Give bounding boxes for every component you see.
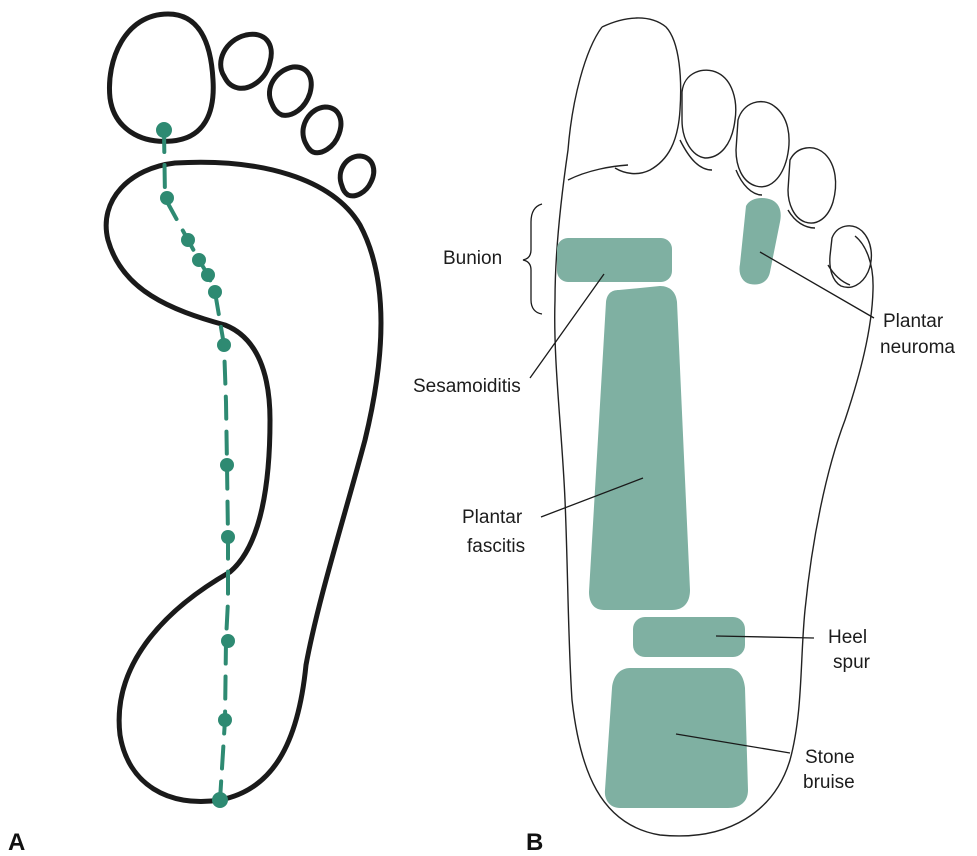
foot-b-toe-3-outline <box>736 102 789 187</box>
pressure-point-dot <box>220 458 234 472</box>
toe-4-outline <box>303 107 341 153</box>
plantar-neuroma-zone <box>739 198 780 285</box>
stone-bruise-label-line2: bruise <box>803 772 855 793</box>
pressure-path-dashed-line <box>164 130 228 800</box>
pressure-point-dot <box>217 338 231 352</box>
toe-3-outline <box>269 67 311 115</box>
pressure-point-dot <box>156 122 172 138</box>
plantar-neuroma-label-line2: neuroma <box>880 337 955 358</box>
panel-b-letter: B <box>526 829 543 856</box>
panel-a-letter: A <box>8 829 25 856</box>
toe-5-outline <box>340 156 374 196</box>
pressure-point-dot <box>181 233 195 247</box>
bunion-label: Bunion <box>443 248 502 269</box>
sesamoiditis-label: Sesamoiditis <box>413 376 521 397</box>
pressure-points <box>156 122 235 808</box>
big-toe-outline <box>109 14 213 141</box>
plantar-fascitis-label-line2: fascitis <box>467 536 525 557</box>
pressure-point-dot <box>221 634 235 648</box>
pressure-point-dot <box>160 191 174 205</box>
heel-spur-label-line1: Heel <box>828 627 867 648</box>
toe-2-outline <box>221 34 272 88</box>
stone-bruise-zone <box>605 668 748 808</box>
foot-b-big-toe-outline <box>602 18 681 174</box>
plantar-neuroma-label-line1: Plantar <box>883 311 944 332</box>
sesamoiditis-plantar-fascitis-zone <box>589 286 690 610</box>
bunion-bracket <box>523 204 542 314</box>
foot-b-toe-2-outline <box>682 70 736 158</box>
pressure-point-dot <box>218 713 232 727</box>
foot-b-toe-4-outline <box>788 148 836 223</box>
foot-b-toe-5-outline <box>830 226 872 288</box>
bunion-zone <box>557 238 672 282</box>
panel-a <box>106 14 381 808</box>
plantar-fascitis-label-line1: Plantar <box>462 507 523 528</box>
pressure-point-dot <box>221 530 235 544</box>
pressure-point-dot <box>192 253 206 267</box>
pressure-point-dot <box>208 285 222 299</box>
pressure-point-dot <box>201 268 215 282</box>
heel-spur-zone <box>633 617 745 657</box>
foot-b-ball-crease <box>568 165 628 180</box>
sesamoiditis-leader <box>530 274 604 378</box>
pressure-point-dot <box>212 792 228 808</box>
foot-sole-outline <box>106 162 381 801</box>
stone-bruise-label-line1: Stone <box>805 747 855 768</box>
heel-spur-label-line2: spur <box>833 652 871 673</box>
panel-b: Bunion Sesamoiditis Plantar neuroma Plan… <box>413 18 955 836</box>
